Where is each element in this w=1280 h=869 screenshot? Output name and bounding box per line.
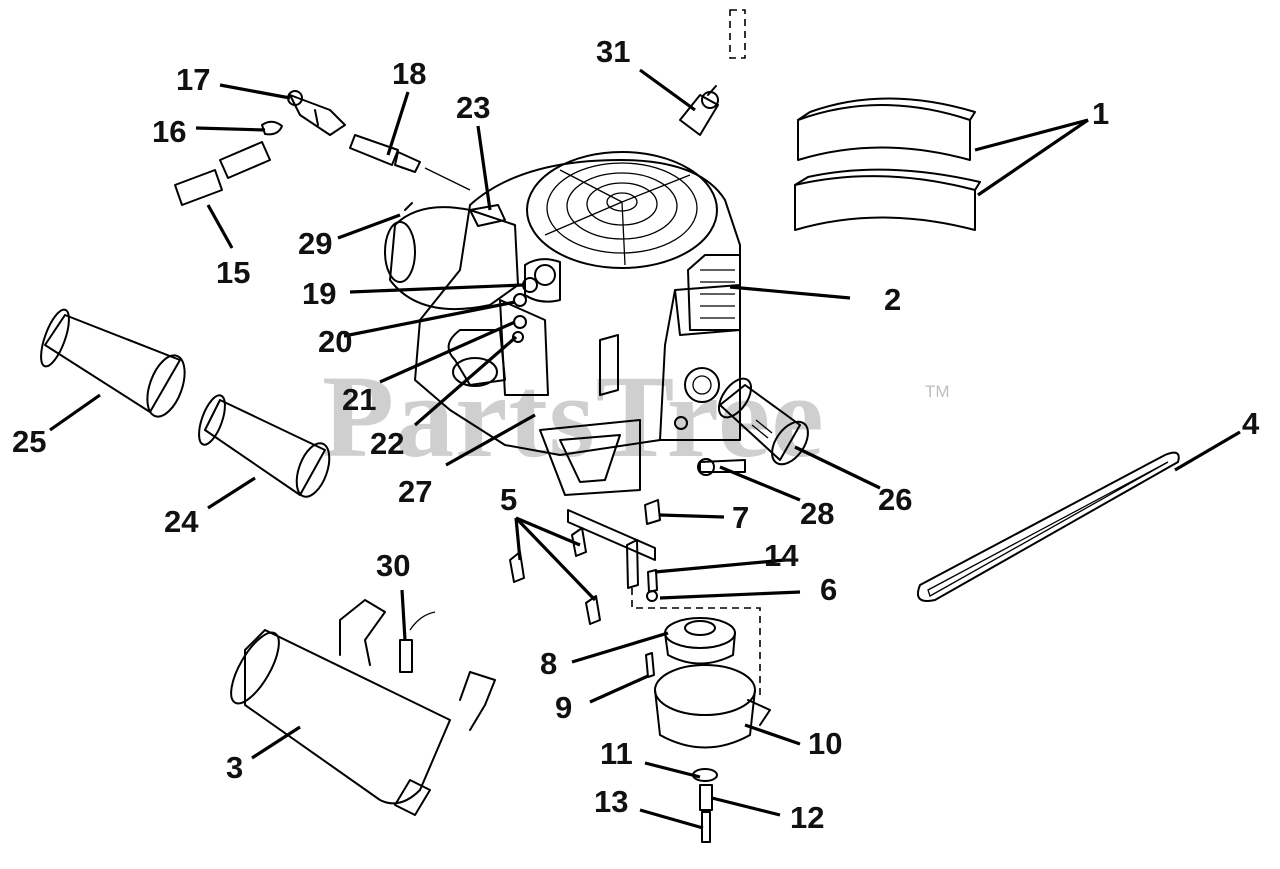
callout-7: 7: [732, 500, 750, 535]
callout-5: 5: [500, 482, 518, 517]
part-9-key: [645, 652, 655, 678]
callout-8: 8: [540, 646, 558, 681]
callout-26: 26: [878, 482, 913, 517]
callout-6: 6: [820, 572, 838, 607]
engine-block: [414, 151, 741, 456]
part-31-sensor: [679, 9, 746, 136]
bracket-assembly: [567, 499, 761, 700]
callout-21: 21: [342, 382, 377, 417]
part-30-sensor: [399, 611, 436, 673]
callout-17: 17: [176, 62, 211, 97]
callout-18: 18: [392, 56, 427, 91]
part-16-clamp: [261, 120, 283, 136]
callout-23: 23: [456, 90, 491, 125]
part-17-tee-fitting: [287, 90, 346, 136]
part-29-air-cleaner: [384, 202, 519, 311]
part-2-cover: [687, 254, 741, 331]
callout-11: 11: [600, 736, 633, 771]
callout-1: 1: [1092, 96, 1110, 131]
callout-3: 3: [226, 750, 244, 785]
part-4-belt: [916, 451, 1180, 602]
callout-20: 20: [318, 324, 353, 359]
callout-leaders: [49, 68, 1241, 830]
trademark-mark: TM: [925, 382, 950, 401]
part-8-pulley: [664, 617, 736, 665]
part-24-cylinder: [198, 394, 331, 498]
callout-25: 25: [12, 424, 47, 459]
part-18-hose: [349, 134, 471, 191]
callout-27: 27: [398, 474, 433, 509]
callout-9: 9: [555, 690, 573, 725]
callout-15: 15: [216, 255, 251, 290]
callout-14: 14: [764, 538, 799, 573]
part-26-oil-filter: [718, 377, 809, 466]
callout-13: 13: [594, 784, 629, 819]
part-22-plug: [512, 331, 524, 343]
callout-4: 4: [1242, 406, 1260, 441]
callout-24: 24: [164, 504, 199, 539]
callout-28: 28: [800, 496, 835, 531]
part-12-spacer: [699, 784, 713, 811]
part-25-cylinder: [40, 308, 186, 418]
part-15-hose: [174, 141, 271, 206]
callout-10: 10: [808, 726, 843, 761]
callout-16: 16: [152, 114, 187, 149]
callout-31: 31: [596, 34, 631, 69]
part-13-bolt: [701, 811, 711, 843]
callout-29: 29: [298, 226, 333, 261]
callout-2: 2: [884, 282, 902, 317]
part-28-fitting: [697, 458, 746, 476]
part-10-clutch: [654, 664, 771, 749]
part-27-duct: [539, 419, 641, 496]
callout-22: 22: [370, 426, 405, 461]
callout-30: 30: [376, 548, 411, 583]
part-20-nut: [513, 293, 527, 307]
part-21-washer: [513, 315, 527, 329]
part-1-foam-pads: [794, 97, 981, 231]
callout-12: 12: [790, 800, 825, 835]
part-5-bolts: [509, 527, 601, 625]
part-3-muffler: [230, 599, 496, 816]
callout-19: 19: [302, 276, 337, 311]
